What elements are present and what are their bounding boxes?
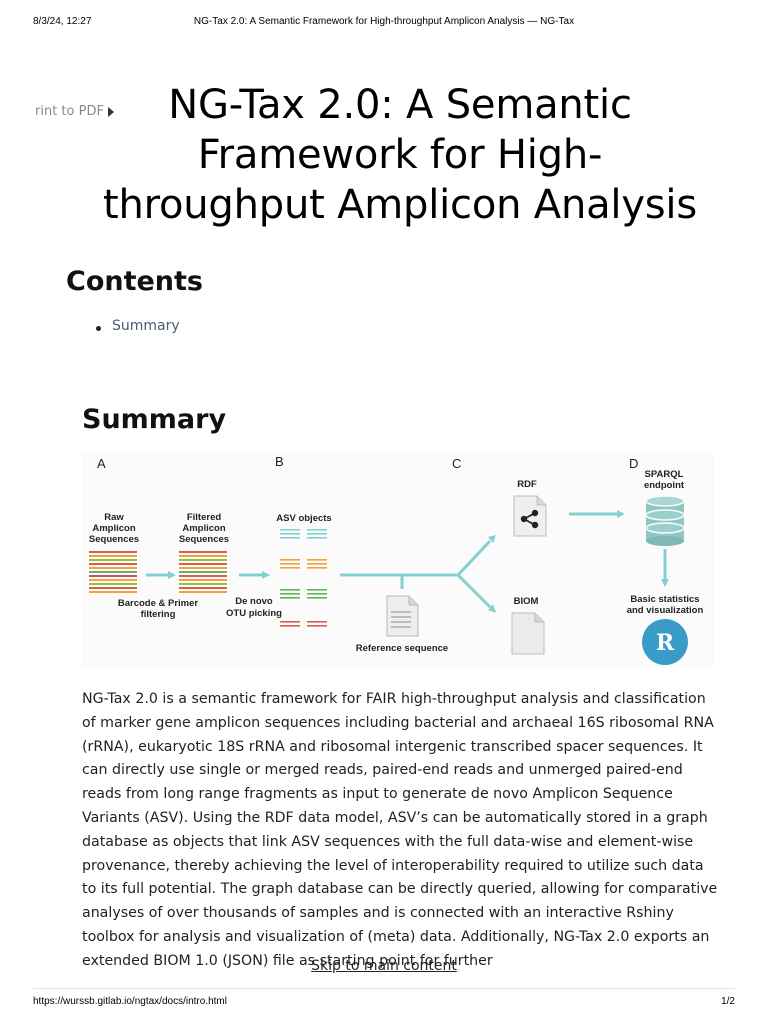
title-line-1: NG-Tax 2.0: A Semantic: [168, 82, 632, 128]
raw-label-1: Raw: [104, 512, 124, 523]
print-url: https://wurssb.gitlab.io/ngtax/docs/intr…: [33, 996, 227, 1007]
raw-label-3: Sequences: [89, 534, 139, 545]
r-logo-letter: R: [656, 630, 675, 656]
stats-label-1: Basic statistics: [630, 594, 699, 605]
print-doc-title: NG-Tax 2.0: A Semantic Framework for Hig…: [193, 16, 575, 27]
biom-file-icon: [511, 612, 545, 655]
summary-paragraph: NG-Tax 2.0 is a semantic framework for F…: [82, 691, 718, 969]
raw-label-2: Amplicon: [92, 523, 135, 534]
biom-label: BIOM: [514, 596, 539, 607]
raw-sequence-stripes: [89, 551, 137, 593]
filtered-label-3: Sequences: [179, 534, 229, 545]
title-line-3: throughput Amplicon Analysis: [103, 182, 697, 228]
skip-link-container: Skip to main content: [0, 958, 768, 974]
denovo-label-1: De novo: [235, 596, 273, 607]
panel-letter-b: B: [275, 454, 284, 469]
summary-heading: Summary: [82, 404, 227, 435]
r-logo-icon: R: [642, 619, 688, 665]
toc-link-summary[interactable]: Summary: [112, 318, 180, 334]
caret-right-icon: [107, 106, 114, 117]
asv-object-stripes: [280, 529, 327, 627]
filtered-sequence-stripes: [179, 551, 227, 593]
table-of-contents: Summary: [96, 318, 180, 334]
skip-to-main-content-link[interactable]: Skip to main content: [311, 958, 457, 974]
panel-letter-a: A: [97, 456, 106, 471]
title-line-2: Framework for High-: [197, 132, 603, 178]
stats-label-2: and visualization: [627, 605, 704, 616]
asv-objects-label: ASV objects: [276, 513, 331, 524]
barcode-label-2: filtering: [141, 609, 176, 620]
database-icon: [645, 495, 685, 546]
print-date: 8/3/24, 12:27: [33, 16, 92, 27]
filtered-label-2: Amplicon: [182, 523, 225, 534]
print-to-pdf-label: rint to PDF: [35, 104, 104, 119]
rdf-share-icon: [513, 495, 547, 537]
filtered-label-1: Filtered: [187, 512, 222, 523]
reference-document-icon: [386, 595, 419, 637]
sparql-label-1: SPARQL: [645, 469, 684, 480]
panel-letter-c: C: [452, 456, 461, 471]
rdf-label: RDF: [517, 479, 537, 490]
print-header: 8/3/24, 12:27 NG-Tax 2.0: A Semantic Fra…: [33, 16, 735, 30]
print-footer: https://wurssb.gitlab.io/ngtax/docs/intr…: [33, 996, 735, 1010]
print-to-pdf-button[interactable]: rint to PDF: [35, 104, 114, 119]
pipeline-diagram: A B C D Raw Amplicon Sequences Filtered …: [89, 454, 704, 665]
pipeline-figure: A B C D Raw Amplicon Sequences Filtered …: [82, 453, 714, 668]
barcode-label-1: Barcode & Primer: [118, 598, 199, 609]
page-title: NG-Tax 2.0: A Semantic Framework for Hig…: [70, 80, 730, 230]
pipeline-arrows: [146, 510, 669, 613]
sparql-label-2: endpoint: [644, 480, 685, 491]
print-page-number: 1/2: [721, 996, 735, 1007]
denovo-label-2: OTU picking: [226, 608, 282, 619]
panel-letter-d: D: [629, 456, 638, 471]
contents-heading: Contents: [66, 266, 204, 297]
toc-item: Summary: [96, 318, 180, 334]
reference-sequence-label: Reference sequence: [356, 643, 448, 654]
footer-divider: [33, 988, 735, 989]
